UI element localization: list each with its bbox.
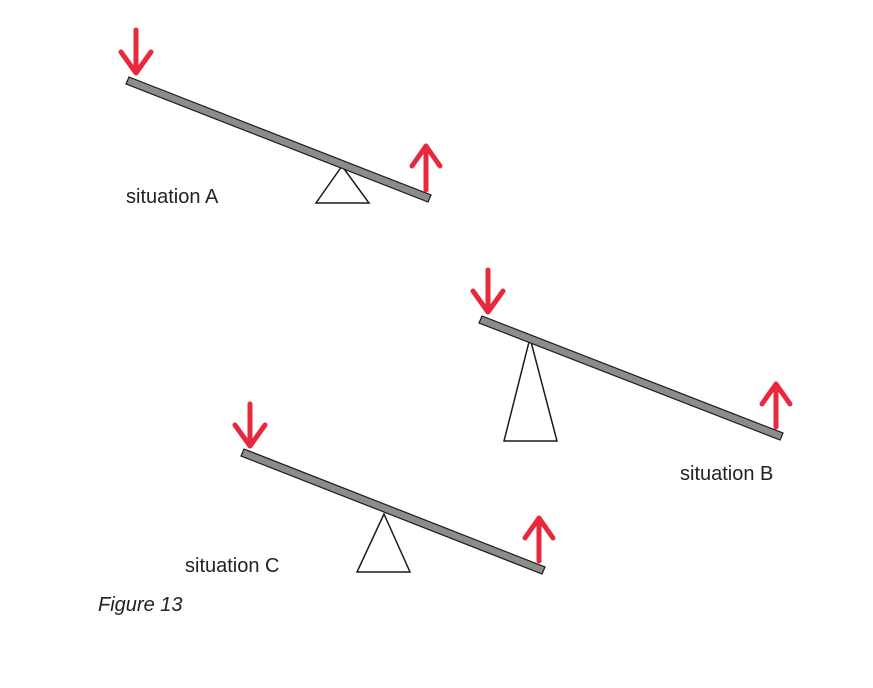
situation-label-a: situation A [126, 186, 219, 208]
fulcrum-b [503, 337, 558, 442]
situation-c: situation C [185, 401, 556, 577]
plank-b [478, 315, 784, 441]
arrow-up-icon [409, 143, 443, 193]
arrow-down-icon [118, 27, 154, 76]
situation-label-c: situation C [185, 555, 280, 577]
arrow-down-icon [232, 401, 268, 449]
plank-a [125, 76, 432, 203]
figure-caption: Figure 13 [98, 594, 183, 616]
arrow-up-icon [522, 515, 556, 564]
fulcrum-c [355, 512, 412, 573]
plank-c [240, 448, 546, 575]
situation-label-b: situation B [680, 463, 773, 485]
arrow-down-icon [470, 267, 506, 315]
arrow-up-icon [759, 381, 793, 430]
situation-a: situation A [118, 27, 443, 208]
situation-b: situation B [470, 267, 793, 485]
fulcrum-a [314, 164, 371, 204]
